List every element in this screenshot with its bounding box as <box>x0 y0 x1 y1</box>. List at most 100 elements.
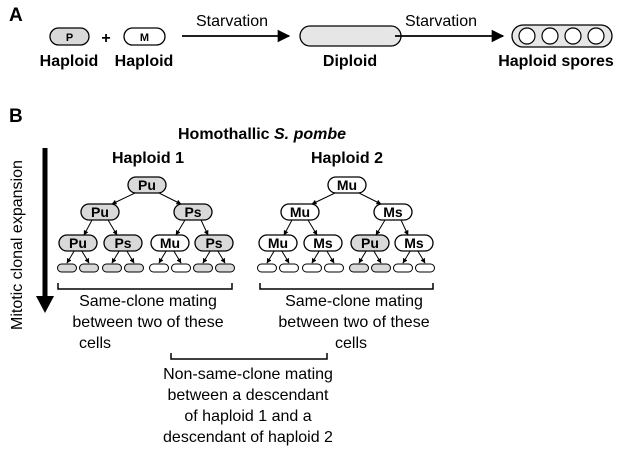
same-clone-bracket-2 <box>259 283 434 290</box>
spore <box>518 27 536 45</box>
haploid-2-gen2-cell <box>303 234 343 252</box>
haploid-1-progeny-cell <box>215 263 235 273</box>
non-same-clone-text-line-3: of haploid 1 and a <box>184 408 311 425</box>
haploid-2-progeny-cell <box>279 263 299 273</box>
haploid-1-progeny-cell <box>79 263 99 273</box>
haploid-2-gen2-cell <box>394 234 434 252</box>
haploid-1-progeny-arrow <box>126 250 135 264</box>
same-clone-text-2-line-3: cells <box>335 335 367 352</box>
spore <box>541 27 559 45</box>
haploid-2-root-cell-label: Mu <box>337 177 357 193</box>
haploid-1-gen2-cell-label: Ps <box>114 235 131 251</box>
haploid-1-progeny-arrow <box>173 250 182 264</box>
haploid-1-division-arrow <box>107 219 118 236</box>
same-clone-text-1-line-2: between two of these <box>72 314 223 331</box>
haploid-2-progeny-cell <box>349 263 369 273</box>
haploid-2-root-cell <box>327 176 367 194</box>
haploid-1-division-arrow <box>158 192 182 205</box>
haploid-2-division-arrow <box>311 192 336 205</box>
haploid-2-division-arrow <box>400 219 409 236</box>
haploid-2-gen2-cell-label: Ms <box>313 235 333 251</box>
haploid-2-progeny-arrow <box>417 250 426 264</box>
haploid-2-division-arrow <box>375 219 386 236</box>
haploid-1-gen1-cell <box>80 203 120 221</box>
haploid-1-root-cell-label: Pu <box>138 177 156 193</box>
same-clone-text-2-line-2: between two of these <box>278 314 429 331</box>
haploid-1-gen1-cell-label: Pu <box>91 204 109 220</box>
haploid-1-progeny-cell <box>193 263 213 273</box>
clonal-expansion-arrowhead <box>36 296 54 313</box>
haploid-1-progeny-cell <box>149 263 169 273</box>
haploid-label-1: Haploid <box>40 53 99 70</box>
haploid-2-progeny-arrow <box>373 250 382 264</box>
p-haploid-cell <box>49 27 90 46</box>
haploid-1-progeny-arrow <box>217 250 226 264</box>
panel-a-label: A <box>9 5 23 26</box>
haploid-2-gen2-cell-label: Ms <box>404 235 424 251</box>
mitotic-expansion-label: Mitotic clonal expansion <box>9 160 26 330</box>
haploid-2-gen2-cell-label: Mu <box>268 235 288 251</box>
haploid-2-gen2-cell <box>258 234 298 252</box>
diploid-cell <box>299 25 402 47</box>
haploid-2-progeny-cell <box>324 263 344 273</box>
plus-sign: + <box>101 30 110 47</box>
haploid-1-gen2-cell-label: Mu <box>160 235 180 251</box>
haploid-1-progeny-cell <box>124 263 144 273</box>
haploid-2-division-arrow <box>307 219 318 236</box>
haploid-1-division-arrow <box>200 219 209 236</box>
haploid-2-progeny-arrow <box>311 250 320 264</box>
same-clone-bracket-1 <box>57 283 233 290</box>
haploid-1-progeny-arrow <box>158 250 167 264</box>
ascus <box>511 24 613 48</box>
haploid-1-progeny-cell <box>102 263 122 273</box>
haploid-1-division-arrow <box>175 219 186 236</box>
haploid-1-root-cell <box>127 176 167 194</box>
haploid-2-progeny-arrow <box>402 250 411 264</box>
haploid-1-gen2-cell <box>150 234 190 252</box>
starvation-label-1: Starvation <box>196 13 268 30</box>
haploid-2-gen2-cell-label: Pu <box>361 235 379 251</box>
haploid-2-progeny-cell <box>415 263 435 273</box>
same-clone-text-1-line-1: Same-clone mating <box>79 293 217 310</box>
haploid-1-progeny-cell <box>57 263 77 273</box>
homothallic-title: Homothallic S. pombe <box>178 126 346 143</box>
spore <box>587 27 605 45</box>
haploid-2-gen1-cell-label: Mu <box>290 204 310 220</box>
haploid-2-progeny-arrow <box>358 250 367 264</box>
haploid-1-gen2-cell <box>194 234 234 252</box>
same-clone-text-1-line-3: cells <box>79 335 111 352</box>
haploid-1-gen1-cell-label: Ps <box>184 204 201 220</box>
non-same-clone-text-line-4: descendant of haploid 2 <box>163 429 333 446</box>
haploid-2-title: Haploid 2 <box>311 150 383 167</box>
non-same-clone-text-line-1: Non-same-clone mating <box>163 366 333 383</box>
same-clone-text-2-line-1: Same-clone mating <box>285 293 423 310</box>
haploid-2-gen1-cell <box>280 203 320 221</box>
haploid-1-gen2-cell <box>58 234 98 252</box>
spore <box>564 27 582 45</box>
haploid-1-progeny-cell <box>171 263 191 273</box>
haploid-2-progeny-arrow <box>326 250 335 264</box>
haploid-2-progeny-cell <box>371 263 391 273</box>
m-cell-label: M <box>140 32 149 44</box>
diploid-label: Diploid <box>323 53 377 70</box>
haploid-2-gen1-cell <box>373 203 413 221</box>
haploid-1-progeny-arrow <box>81 250 90 264</box>
haploid-1-division-arrow <box>83 219 93 236</box>
haploid-1-progeny-arrow <box>202 250 211 264</box>
haploid-1-progeny-arrow <box>111 250 120 264</box>
haploid-2-division-arrow <box>358 192 382 205</box>
haploid-1-title: Haploid 1 <box>112 150 184 167</box>
haploid-2-progeny-cell <box>257 263 277 273</box>
haploid-1-division-arrow <box>111 192 136 205</box>
starvation-label-2: Starvation <box>405 13 477 30</box>
haploid-1-gen2-cell-label: Pu <box>69 235 87 251</box>
haploid-1-progeny-arrow <box>66 250 75 264</box>
haploid-1-gen2-cell <box>103 234 143 252</box>
panel-b: B Homothallic S. pombe Mitotic clonal ex… <box>9 106 435 446</box>
haploid-1-gen1-cell <box>173 203 213 221</box>
haploid-2-gen1-cell-label: Ms <box>383 204 403 220</box>
non-same-clone-bracket <box>170 353 328 360</box>
